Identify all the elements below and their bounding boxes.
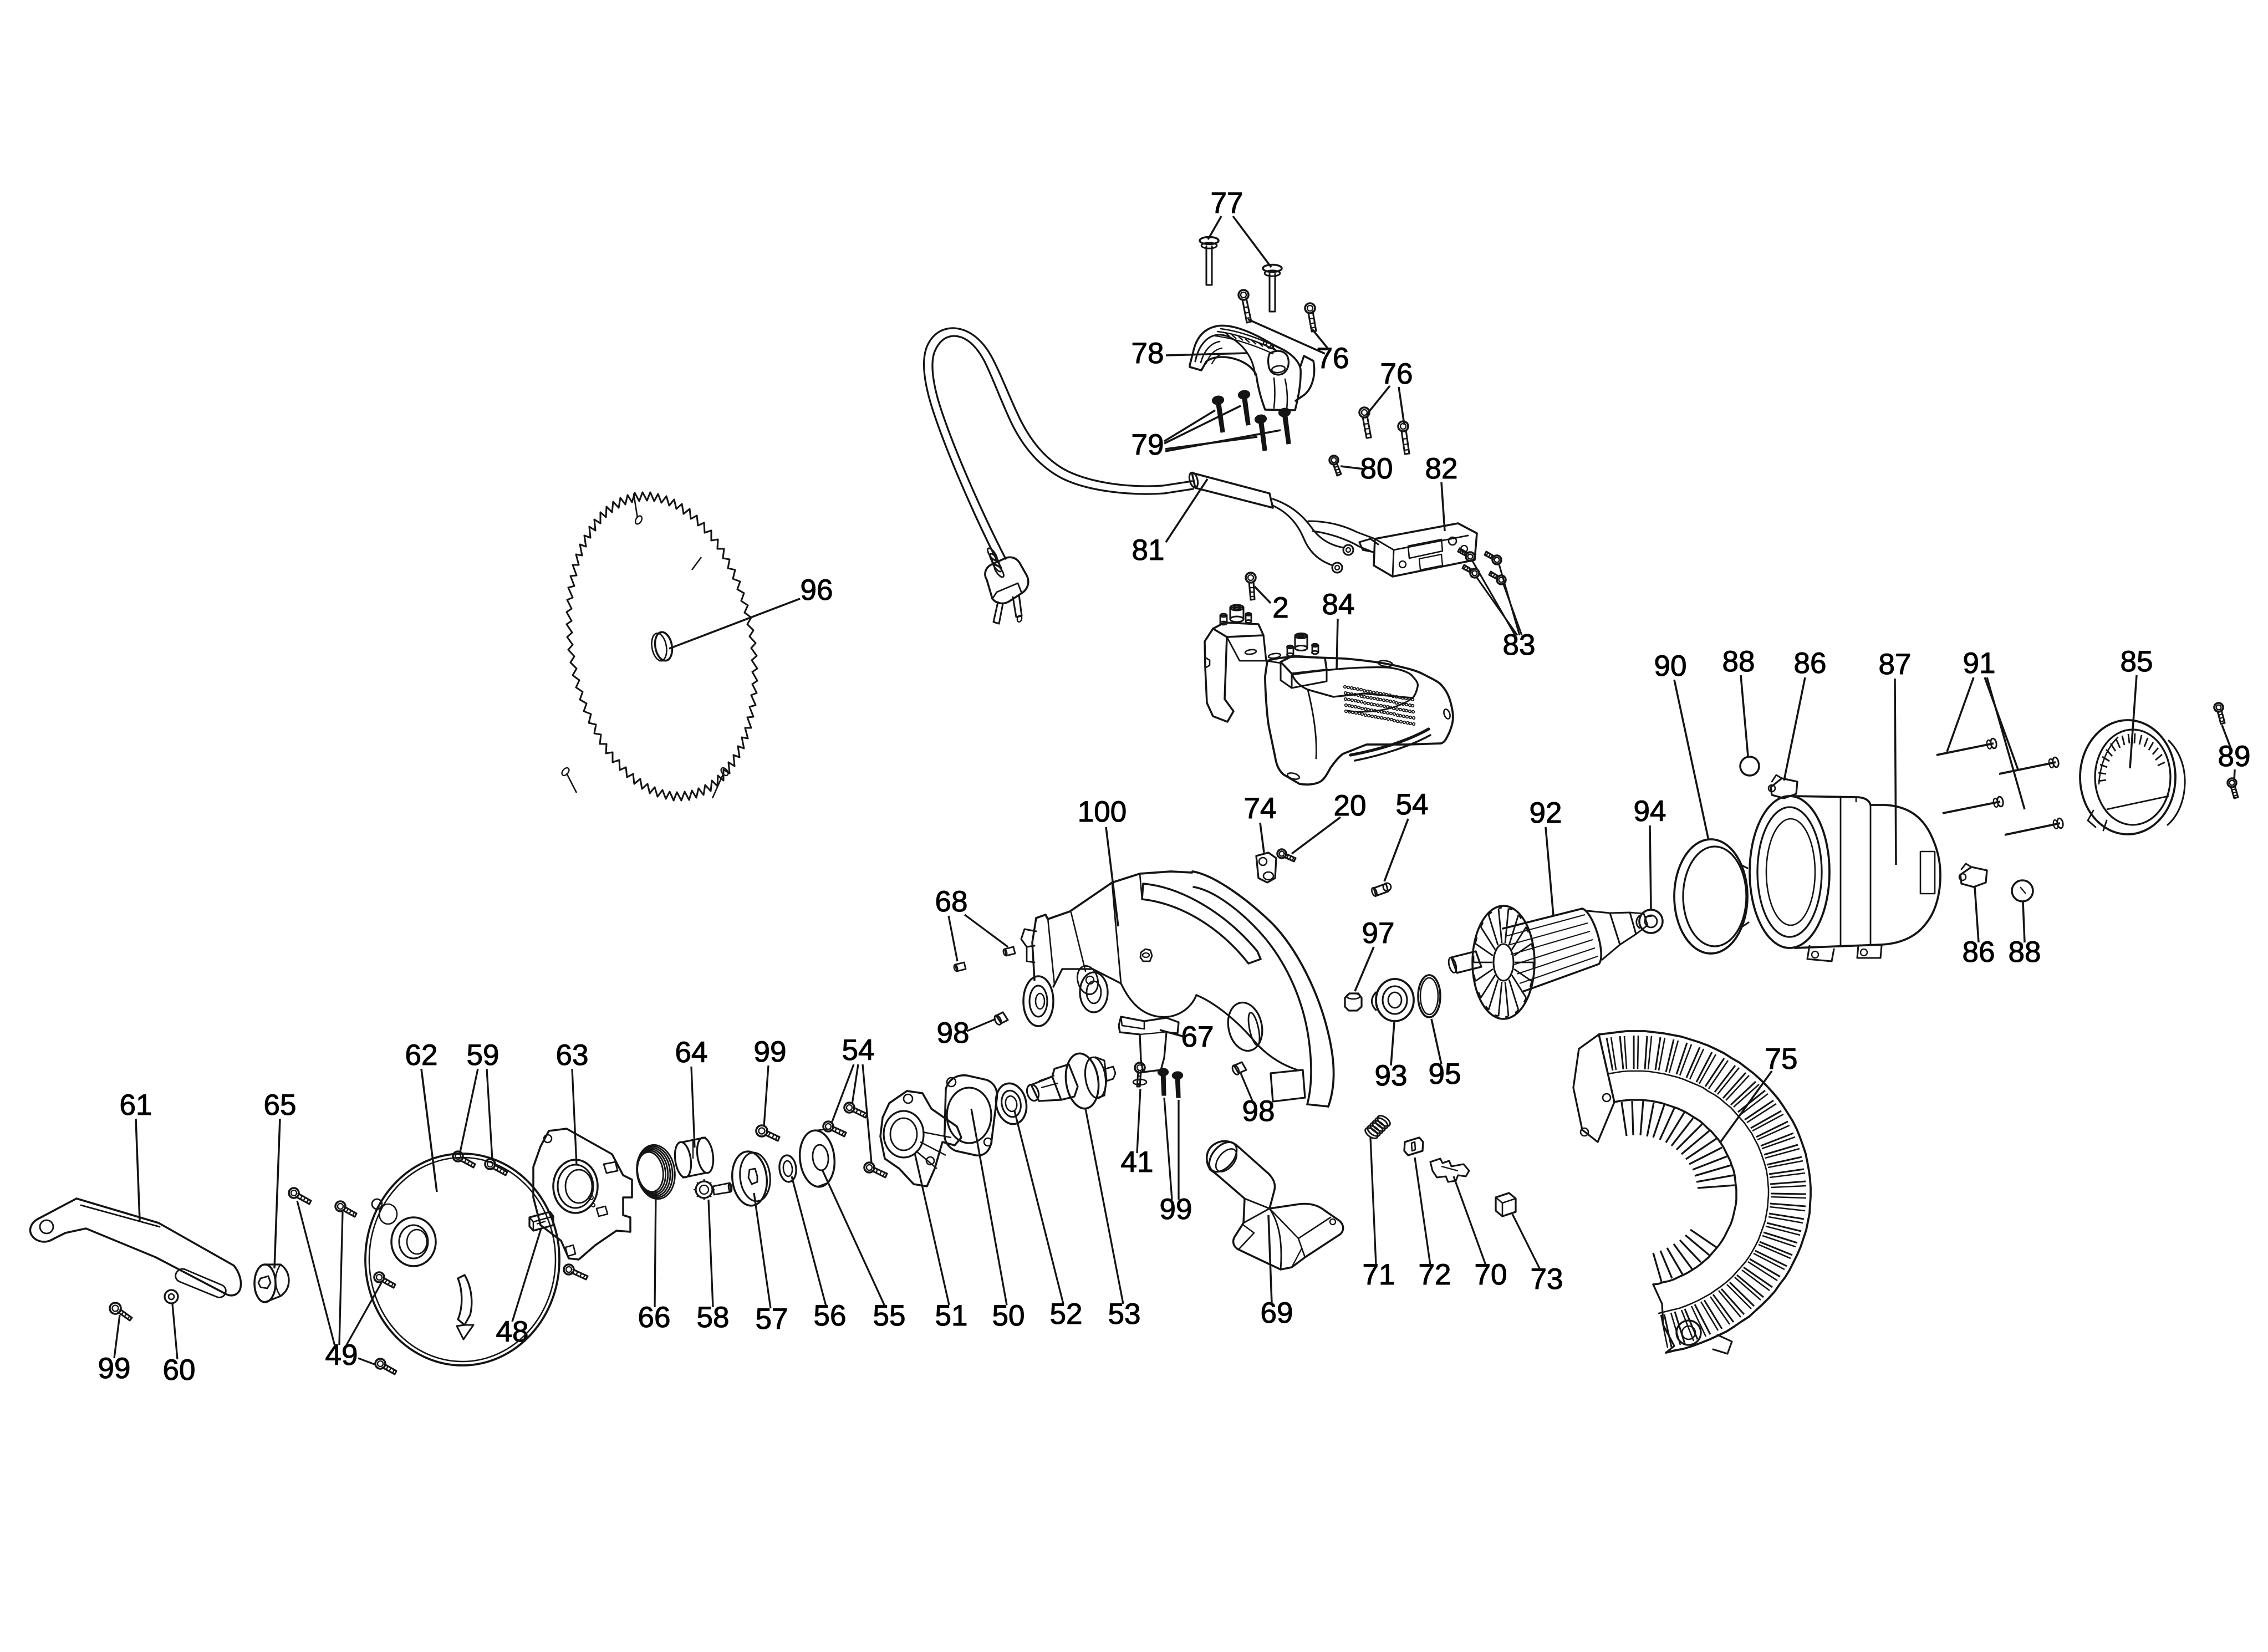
svg-text:76: 76: [1380, 358, 1413, 390]
svg-text:80: 80: [1360, 452, 1393, 485]
svg-text:100: 100: [1078, 796, 1127, 828]
svg-text:62: 62: [405, 1039, 438, 1072]
svg-text:85: 85: [2121, 645, 2153, 678]
svg-text:70: 70: [1475, 1258, 1507, 1291]
svg-text:74: 74: [1244, 792, 1277, 825]
svg-text:68: 68: [935, 885, 968, 918]
svg-text:81: 81: [1132, 534, 1165, 567]
svg-text:69: 69: [1261, 1297, 1293, 1329]
svg-text:65: 65: [264, 1089, 297, 1121]
svg-text:78: 78: [1132, 337, 1164, 370]
svg-text:99: 99: [1160, 1193, 1192, 1226]
svg-text:88: 88: [1722, 645, 1755, 678]
svg-text:94: 94: [1634, 795, 1666, 828]
svg-text:56: 56: [814, 1299, 847, 1332]
svg-text:57: 57: [756, 1303, 788, 1335]
svg-text:84: 84: [1322, 588, 1355, 621]
svg-text:55: 55: [873, 1299, 906, 1332]
svg-text:86: 86: [1794, 647, 1827, 680]
svg-text:91: 91: [1963, 647, 1996, 680]
svg-text:99: 99: [98, 1352, 131, 1385]
svg-text:54: 54: [1396, 788, 1429, 821]
svg-text:64: 64: [675, 1036, 708, 1069]
svg-text:71: 71: [1363, 1258, 1395, 1291]
svg-text:73: 73: [1531, 1263, 1563, 1296]
svg-text:67: 67: [1181, 1021, 1214, 1053]
svg-text:49: 49: [325, 1339, 358, 1371]
svg-text:87: 87: [1879, 648, 1912, 681]
svg-text:90: 90: [1654, 650, 1687, 682]
svg-text:60: 60: [163, 1354, 196, 1386]
svg-text:51: 51: [935, 1299, 968, 1332]
svg-text:96: 96: [801, 574, 833, 606]
svg-text:61: 61: [120, 1089, 152, 1121]
svg-text:92: 92: [1530, 797, 1562, 829]
svg-text:89: 89: [2218, 740, 2251, 773]
svg-text:75: 75: [1765, 1043, 1798, 1075]
svg-text:82: 82: [1425, 452, 1458, 485]
svg-text:54: 54: [842, 1034, 875, 1067]
svg-text:50: 50: [992, 1299, 1025, 1332]
svg-text:72: 72: [1419, 1258, 1451, 1291]
svg-text:77: 77: [1211, 187, 1243, 220]
svg-text:52: 52: [1050, 1298, 1083, 1330]
svg-text:2: 2: [1272, 592, 1288, 624]
svg-text:98: 98: [937, 1017, 970, 1049]
svg-text:76: 76: [1317, 342, 1349, 375]
svg-text:58: 58: [697, 1301, 730, 1334]
svg-text:59: 59: [467, 1039, 500, 1072]
svg-text:20: 20: [1334, 789, 1367, 822]
svg-text:98: 98: [1242, 1095, 1275, 1128]
svg-text:41: 41: [1121, 1146, 1154, 1179]
svg-text:63: 63: [556, 1039, 589, 1072]
svg-text:99: 99: [754, 1036, 787, 1068]
svg-text:53: 53: [1108, 1298, 1141, 1330]
svg-text:95: 95: [1429, 1058, 1461, 1090]
svg-text:79: 79: [1132, 429, 1164, 461]
svg-text:97: 97: [1362, 917, 1395, 950]
